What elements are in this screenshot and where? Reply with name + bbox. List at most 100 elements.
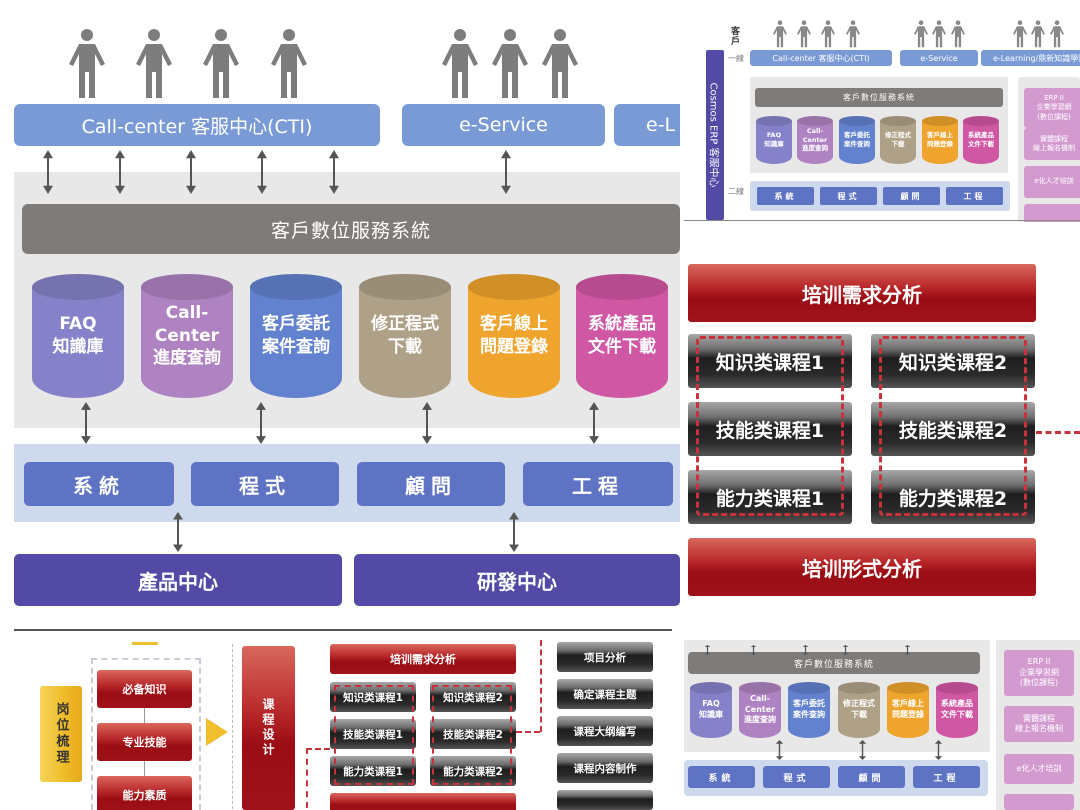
database-label-line2: 進度查詢 (153, 348, 221, 369)
database-label-line2: 下載 (851, 710, 867, 719)
cylinder-top (32, 274, 124, 300)
course-box-small: 知识类课程1 (330, 682, 416, 712)
database-cylinder: 客戶委託案件查詢 (788, 682, 830, 738)
database-label: 客戶委託案件查詢 (793, 699, 825, 721)
training-form-analysis-bar: 培训形式分析 (688, 538, 1036, 596)
analysis-bar-small: 培训需求分析 (330, 644, 516, 674)
team-program: 程式 (191, 462, 339, 506)
analysis-label: 培训需求分析 (390, 653, 456, 666)
e-learning-label: e-L (646, 114, 676, 136)
requirement-abilities: 能力素质 (97, 776, 192, 810)
bidirectional-arrow-icon (704, 640, 711, 655)
rd-center-label: 研發中心 (477, 569, 557, 594)
service-architecture-diagram: Call-center 客服中心(CTI) e-Service e-L 客戶數位… (0, 0, 680, 620)
database-label-line2: 問題登錄 (892, 710, 924, 719)
cylinder-top (576, 274, 668, 300)
cylinder-body (838, 688, 880, 738)
platform-bar: 客戶數位服務系統 (22, 204, 680, 254)
person-icon (490, 28, 530, 100)
call-center-label: Call-center 客服中心(CTI) (772, 53, 870, 63)
cylinder-body (880, 121, 916, 164)
erp-side-bar: Cosmos ERP 客服中心 (706, 50, 724, 220)
person-icon (440, 28, 480, 100)
erp-service-diagram-thumbnail: 客戶 Cosmos ERP 客服中心 一線 二線 Call-center 客服中… (684, 0, 1080, 222)
learning-item-crop: ERP II 企業學習網 (數位課程) (1004, 650, 1074, 696)
course-group-1-outline (334, 685, 414, 785)
flow-divider (232, 644, 233, 810)
database-label: 修正程式下載 (885, 131, 911, 149)
call-center-label: Call-center 客服中心(CTI) (81, 115, 313, 138)
database-label-line1: 系統產品 (588, 314, 656, 335)
bidirectional-arrow-icon (508, 512, 520, 552)
cylinder-top (797, 116, 833, 126)
bidirectional-arrow-icon (255, 402, 267, 444)
line1-label: 一線 (728, 54, 744, 63)
database-cylinder: 修正程式下載 (838, 682, 880, 738)
person-icon (1049, 20, 1065, 48)
person-icon (540, 28, 580, 100)
cylinder-top (788, 682, 830, 694)
course-box: 技能类课程2 (871, 402, 1035, 456)
database-label-line1: 系統產品 (968, 131, 994, 140)
bidirectional-arrow-icon (114, 150, 126, 194)
database-label-line2: 下載 (388, 337, 422, 357)
database-label-line1: 客戶線上 (480, 314, 548, 335)
team-label: 顧問 (405, 473, 457, 498)
position-review-box: 岗位梳理 (40, 686, 82, 782)
cylinder-top (690, 682, 732, 694)
database-cylinder: 客戶線上問題登錄 (922, 116, 958, 164)
person-icon (67, 28, 107, 100)
bidirectional-arrow-icon (904, 640, 911, 655)
bidirectional-arrow-icon (256, 150, 268, 194)
database-cylinder: 客戶委託案件查詢 (250, 274, 342, 398)
database-label-line1: Call-Center (154, 302, 220, 346)
team-label: 工程 (572, 473, 624, 498)
course-design-label: 课程设计 (261, 698, 275, 758)
e-learning-bar-small: e-Learning/鼎新知識學院 (981, 50, 1080, 66)
course-label: 技能类课程2 (898, 419, 1008, 442)
course-box-small: 知识类课程2 (430, 682, 516, 712)
flow-arrow-icon (206, 718, 228, 746)
database-label-line1: 客戶委託 (844, 131, 870, 140)
person-icon (1030, 20, 1046, 48)
cylinder-top (141, 274, 233, 300)
platform-bar-small: 客戶數位服務系統 (755, 88, 1003, 107)
line2-label: 二線 (728, 187, 744, 196)
database-label: 修正程式下載 (843, 699, 875, 721)
team-button-crop: 系統 (688, 766, 755, 788)
course-group-1-outline (696, 336, 844, 516)
cylinder-body (963, 121, 999, 164)
course-step-label: 项目分析 (584, 651, 626, 664)
team-button-crop: 程式 (763, 766, 830, 788)
bidirectional-arrow-icon (80, 402, 92, 444)
database-label-line2: 文件下載 (588, 337, 656, 357)
connector-dashed-line (306, 748, 308, 808)
cylinder-top (250, 274, 342, 300)
bidirectional-arrow-icon (328, 150, 340, 194)
database-label: 系統產品文件下載 (588, 313, 656, 359)
cylinder-top (839, 116, 875, 126)
bidirectional-arrow-icon (172, 512, 184, 552)
team-engineering: 工程 (523, 462, 673, 506)
database-cylinder: 客戶線上問題登錄 (468, 274, 560, 398)
database-label: 客戶委託案件查詢 (844, 131, 870, 149)
course-box: 技能类课程1 (688, 402, 852, 456)
course-label: 技能类课程1 (343, 728, 403, 741)
platform-label: 客戶數位服務系統 (843, 93, 915, 102)
course-box-small: 技能类课程2 (430, 719, 516, 749)
cylinder-top (963, 116, 999, 126)
person-icon (820, 20, 836, 48)
e-service-bar-small: e-Service (900, 50, 978, 66)
database-label-line2: 知識庫 (699, 710, 723, 719)
cylinder-body (922, 121, 958, 164)
cylinder-body (788, 688, 830, 738)
connector-dashed-line (540, 640, 542, 732)
learning-item-small: e化人才培訓 (1024, 166, 1080, 198)
